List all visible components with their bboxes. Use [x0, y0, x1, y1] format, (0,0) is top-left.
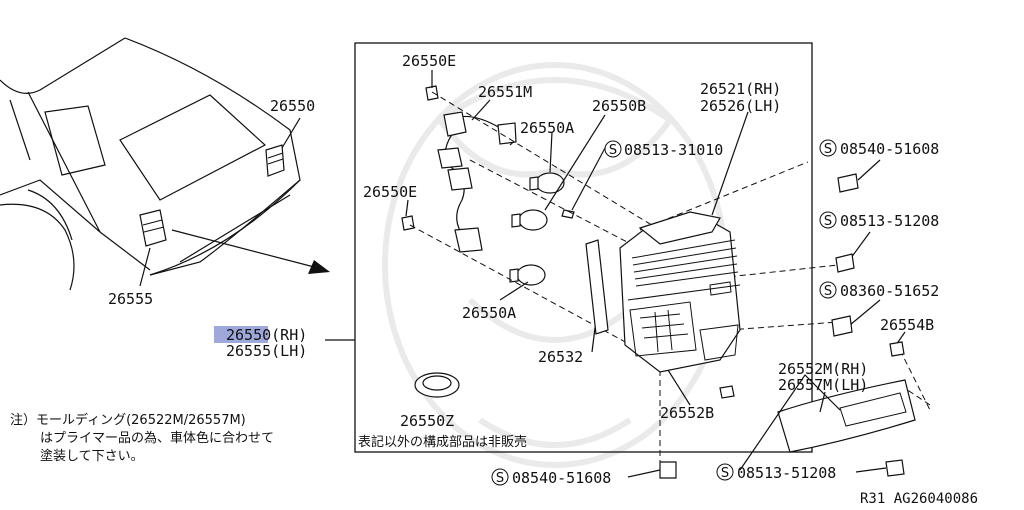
label-gasket: 26532 — [538, 348, 583, 366]
bolt-right-2-callout: S 08513-51208 — [819, 211, 939, 230]
bulb-a-top-icon — [535, 172, 565, 194]
bolt-bottom-1-icon — [659, 461, 677, 479]
clip-b-icon — [719, 385, 735, 399]
bulb-b-icon — [518, 209, 548, 231]
bolt-right-3-callout: S 08360-51652 — [819, 281, 939, 300]
label-moulding-lh: 26557M(LH) — [778, 376, 868, 394]
label-bolt-right-3: 08360-51652 — [840, 282, 939, 300]
label-bulb-a-top: 26550A — [520, 119, 574, 137]
assembly-highlight — [214, 326, 268, 343]
label-grommet: 26550Z — [400, 412, 454, 430]
arrow-head-icon — [308, 260, 330, 274]
bolt-bottom-2-callout: S 08513-51208 — [716, 463, 887, 482]
tail-lamp-housing — [414, 211, 741, 399]
note-line-1: 注）モールディング(26522M/26557M) — [10, 412, 246, 428]
label-socket-mid: 26550E — [363, 183, 417, 201]
label-harness: 26551M — [478, 83, 532, 101]
screw-center-callout: S 08513-31010 — [604, 140, 723, 159]
screw-center-icon — [561, 209, 575, 219]
bulb-a-bottom-icon — [516, 264, 546, 286]
label-car-lh: 26555 — [108, 290, 153, 308]
car-outline — [0, 37, 330, 291]
label-bolt-bottom-2: 08513-51208 — [737, 464, 836, 482]
label-moulding-rh: 26552M(RH) — [778, 360, 868, 378]
bolt-right-2-icon — [835, 253, 855, 273]
bolt-right-1-icon — [837, 173, 859, 193]
right-parts — [659, 159, 916, 479]
svg-text:S: S — [609, 143, 617, 158]
svg-text:S: S — [824, 142, 832, 157]
label-lamp-lh: 26526(LH) — [700, 97, 781, 115]
clip-right-icon — [889, 341, 905, 357]
label-assembly-lh: 26555(LH) — [226, 342, 307, 360]
label-bolt-bottom-1: 08540-51608 — [512, 469, 611, 487]
gasket-icon — [585, 239, 609, 335]
box-note: 表記以外の構成部品は非販売 — [358, 434, 527, 450]
note-line-2: はプライマー品の為、車体色に合わせて — [40, 430, 274, 446]
svg-text:S: S — [496, 471, 504, 486]
bolt-bottom-1-callout: S 08540-51608 — [491, 468, 661, 487]
label-socket-top: 26550E — [402, 52, 456, 70]
label-screw-center: 08513-31010 — [624, 141, 723, 159]
svg-text:S: S — [721, 466, 729, 481]
note-line-3: 塗装して下さい。 — [40, 448, 144, 464]
label-bulb-a-bottom: 26550A — [462, 304, 516, 322]
socket-mid-icon — [401, 215, 415, 231]
bolt-right-3-icon — [831, 315, 853, 337]
label-bolt-right-1: 08540-51608 — [840, 140, 939, 158]
label-bulb-b: 26550B — [592, 97, 646, 115]
label-bolt-right-2: 08513-51208 — [840, 212, 939, 230]
label-lamp-rh: 26521(RH) — [700, 80, 781, 98]
assembly-box — [354, 42, 813, 453]
label-clip-right: 26554B — [880, 316, 934, 334]
label-assembly-rh: 26550(RH) — [226, 326, 307, 344]
bolt-bottom-2-icon — [885, 459, 905, 477]
label-car-rh: 26550 — [270, 97, 315, 115]
svg-text:S: S — [824, 214, 832, 229]
svg-text:S: S — [824, 284, 832, 299]
label-clip-b: 26552B — [660, 404, 714, 422]
bolt-right-1-callout: S 08540-51608 — [819, 139, 939, 158]
harness-assembly — [401, 85, 575, 286]
footer-code: R31 AG26040086 — [860, 491, 978, 507]
socket-top-icon — [425, 85, 439, 101]
